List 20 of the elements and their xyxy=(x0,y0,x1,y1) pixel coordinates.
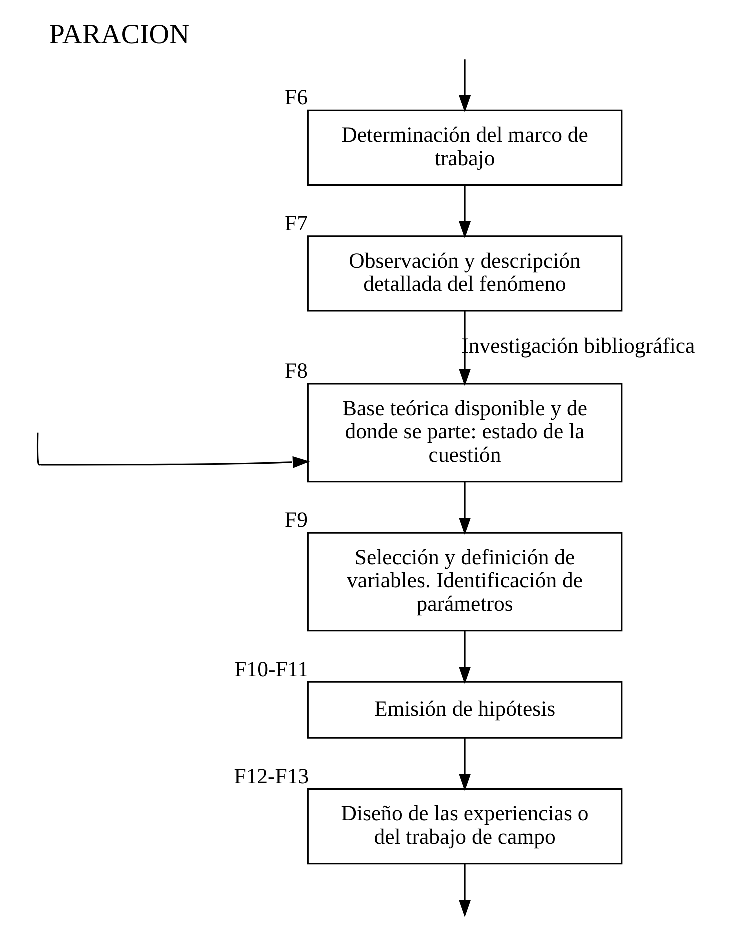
node-label: F9 xyxy=(285,508,308,532)
node-label: F12-F13 xyxy=(234,764,310,788)
node-box: Emisión de hipótesis xyxy=(307,681,623,739)
node-box: Diseño de las experiencias o del trabajo de campo xyxy=(307,788,623,865)
arrow xyxy=(459,738,472,792)
node-label: F10-F11 xyxy=(234,657,309,682)
arrow xyxy=(459,632,472,684)
arrow xyxy=(459,482,472,536)
arrow xyxy=(459,186,472,239)
node-label: F7 xyxy=(285,212,308,236)
arrow xyxy=(459,864,472,918)
arrow xyxy=(36,432,310,468)
node-box: Determinación del marco de trabajo xyxy=(307,110,623,186)
arrow xyxy=(459,60,472,113)
node-label: F8 xyxy=(285,359,308,384)
diagram-title: PARACION xyxy=(49,19,190,50)
node-label: F6 xyxy=(285,86,308,110)
node-box: Base teórica disponible y de donde se parte: estado de la cuestión xyxy=(307,383,623,483)
node-box: Observación y descripción detallada del fenómeno xyxy=(307,236,623,312)
node-box: Selección y definición de variables. Identificación de parámetros xyxy=(307,532,623,632)
